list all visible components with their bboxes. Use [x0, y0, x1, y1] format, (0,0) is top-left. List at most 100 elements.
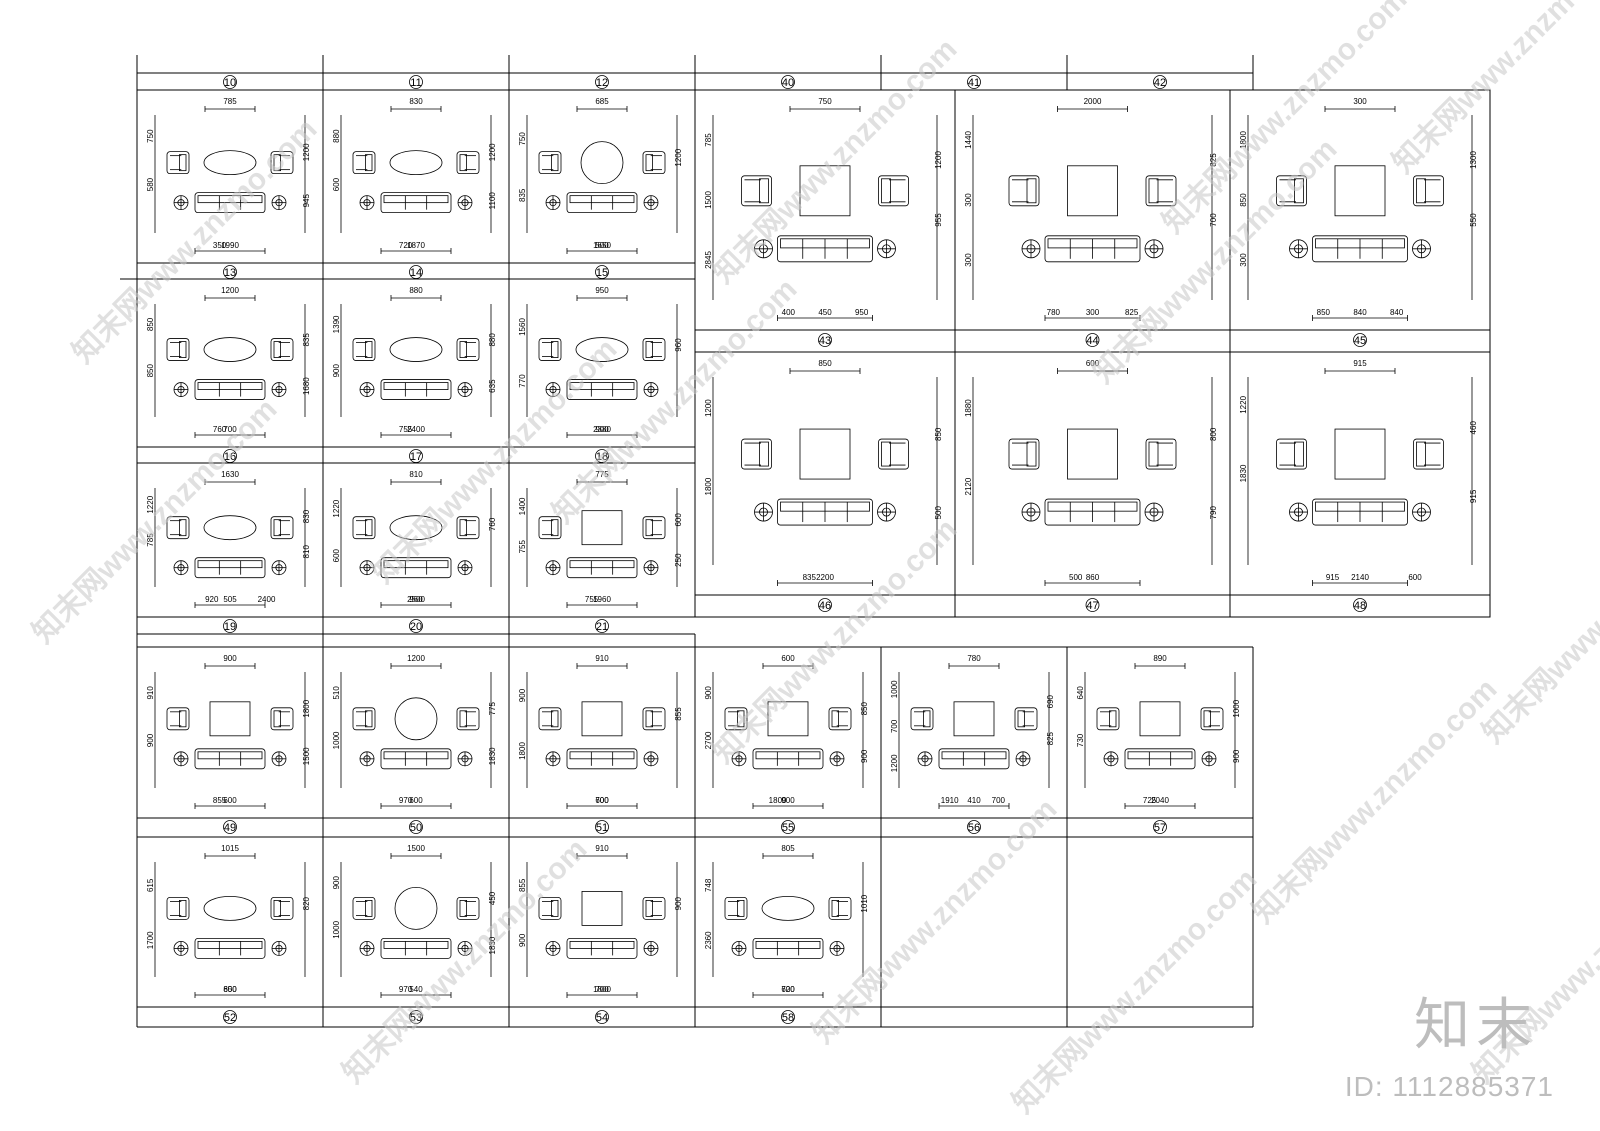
label-circle [223, 619, 237, 633]
dimension-text: 960 [409, 595, 423, 604]
label-circle [1085, 333, 1100, 347]
dimension-text: 700 [595, 985, 609, 994]
coffee-table [1067, 428, 1118, 480]
dimension-text: 700 [992, 796, 1006, 805]
label-circle [223, 1010, 237, 1024]
cell-label-18: 18 [596, 451, 608, 463]
cell-label-14: 14 [410, 267, 422, 279]
dimension-text: 2120 [964, 477, 973, 495]
armchair [456, 707, 480, 731]
dimension-text: 810 [409, 470, 423, 479]
dimension-text: 850 [146, 317, 155, 331]
dimension-text: 755 [518, 539, 527, 553]
label-circle [1353, 598, 1367, 612]
dimension-text: 1300 [1469, 151, 1478, 169]
dimension-text: 825 [1125, 308, 1139, 317]
coffee-table [1334, 428, 1386, 480]
sofa-back [569, 941, 635, 949]
sofa-back [1127, 751, 1193, 760]
dimension-text: 790 [1209, 505, 1218, 519]
dimension-text: 2380 [593, 425, 611, 434]
armchair [352, 897, 376, 920]
armchair [270, 516, 294, 540]
armchair [166, 707, 190, 731]
armchair [642, 516, 666, 540]
armchair [270, 707, 294, 731]
dimension-text: 760 [488, 517, 497, 531]
cell-label-54: 54 [596, 1012, 608, 1024]
dimension-text: 410 [967, 796, 981, 805]
dimension-text: 855 [213, 796, 227, 805]
sofa [1312, 235, 1408, 263]
dimension-text: 1400 [518, 497, 527, 515]
armchair [741, 175, 772, 207]
dimension-text: 720 [399, 241, 413, 250]
dimension-text: 600 [781, 985, 795, 994]
dimension-text: 300 [1239, 253, 1248, 267]
label-circle [595, 75, 609, 89]
armchair [642, 338, 666, 361]
dimension-text: 1650 [593, 241, 611, 250]
dimension-text: 835 [803, 573, 817, 582]
dimension-text: 970 [399, 796, 413, 805]
dimension-text: 840 [1390, 308, 1404, 317]
sofa-back [197, 941, 263, 949]
frame-grid [120, 55, 1491, 1028]
dimension-text: 600 [332, 177, 341, 191]
dimension-text: 600 [409, 796, 423, 805]
dimension-text: 600 [223, 985, 237, 994]
dimension-text: 600 [332, 548, 341, 562]
coffee-table [799, 428, 851, 480]
armchair [1008, 438, 1040, 470]
dimension-text: 785 [146, 533, 155, 547]
dimension-text: 500 [1069, 573, 1083, 582]
label-circle [967, 820, 981, 834]
armchair [456, 338, 480, 361]
dimension-text: 1440 [964, 131, 973, 149]
sofa [194, 192, 266, 214]
armchair [910, 707, 934, 731]
sofa [566, 557, 638, 579]
coffee-table [581, 510, 623, 546]
dimension-text: 1800 [704, 477, 713, 495]
dimension-text: 700 [1209, 213, 1218, 227]
dimension-text: 1220 [332, 499, 341, 517]
dimension-text: 1680 [302, 377, 311, 395]
armchair [1200, 707, 1224, 731]
cell-label-52: 52 [224, 1012, 236, 1024]
cell-label-20: 20 [410, 621, 422, 633]
coffee-table [1334, 165, 1386, 217]
dimension-text: 600 [223, 796, 237, 805]
label-circle [1085, 598, 1100, 612]
dimension-text: 748 [704, 878, 713, 892]
dimension-text: 1220 [146, 495, 155, 513]
armchair [1014, 707, 1038, 731]
dimension-text: 1800 [1239, 131, 1248, 149]
sofa [777, 498, 873, 526]
sofa-back [383, 751, 449, 760]
sofa-back [569, 751, 635, 760]
armchair [352, 151, 376, 175]
label-circle [1153, 75, 1167, 89]
label-circle [595, 1010, 609, 1024]
dimension-text: 2360 [704, 931, 713, 949]
sofa-back [755, 751, 821, 760]
dimension-text: 690 [1046, 694, 1055, 708]
cell-label-44: 44 [1086, 335, 1098, 347]
dimension-text: 1630 [221, 470, 239, 479]
label-circle [781, 820, 795, 834]
dimension-text: 1000 [1232, 699, 1241, 717]
armchair [166, 897, 190, 920]
coffee-table [394, 887, 438, 930]
cell-label-50: 50 [410, 822, 422, 834]
coffee-table [1067, 165, 1118, 217]
dimension-text: 1700 [146, 931, 155, 949]
dimension-text: 450 [818, 308, 832, 317]
dimension-text: 1500 [407, 844, 425, 853]
sofa-back [383, 382, 449, 390]
cell-label-19: 19 [224, 621, 236, 633]
dimension-text: 700 [890, 719, 899, 733]
coffee-table [799, 165, 851, 217]
dimension-text: 2040 [1151, 796, 1169, 805]
